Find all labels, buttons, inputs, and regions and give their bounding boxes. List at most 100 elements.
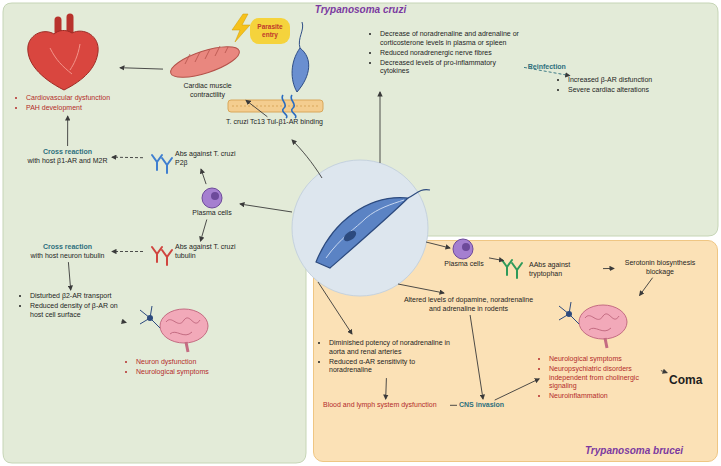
leader-line	[426, 242, 450, 248]
heart-illustration	[28, 17, 98, 90]
leader-line	[292, 140, 322, 178]
leader-line	[240, 204, 292, 212]
bullet-item: Reduced noradrenergic nerve fibres	[380, 49, 522, 58]
cell-nucleus	[211, 192, 219, 200]
parasite-nucleus	[342, 229, 358, 244]
bullet-list: Diminished potency of noradrenaline in a…	[321, 339, 453, 375]
connector-arrow	[246, 100, 267, 117]
plasma-cell	[202, 188, 222, 208]
node-text: Parasite entry	[250, 23, 290, 39]
antibody-symbol	[502, 260, 512, 275]
bullet-item: Neurological symptoms	[136, 368, 233, 377]
node-text: Plasma cells	[188, 209, 236, 218]
plasma-cell-icon	[202, 188, 222, 208]
bullet-item: Disturbed β2-AR transport	[30, 292, 122, 301]
connector-arrow	[385, 378, 387, 399]
bullet-list: Cardiovascular dysfunctionPAH developmen…	[18, 94, 118, 113]
antibody-symbol	[512, 263, 522, 278]
effect-box: Altered levels of dopamine, noradrenalin…	[401, 296, 536, 313]
bullet-list: Decrease of noradrenaline and adrenaline…	[372, 30, 522, 76]
neuron-dendrites	[140, 306, 160, 328]
connector-arrow	[661, 371, 667, 373]
outcome-box: Blood and lymph system dysfunction	[323, 401, 448, 410]
effect-list: Disturbed β2-AR transportReduced density…	[22, 292, 122, 321]
bullet-item: Decrease of noradrenaline and adrenaline…	[380, 30, 522, 47]
undulating-membrane	[326, 200, 404, 258]
process-box: CNS invasion	[459, 401, 509, 410]
bullet-item: Reduced α-AR sensitivity to noradrenalin…	[329, 358, 453, 375]
node-text: AAbs against tryptophan	[529, 261, 601, 278]
brain-folds	[585, 314, 619, 331]
connector-arrow	[112, 251, 143, 252]
bullet-item: Increased β-AR disfunction	[568, 76, 695, 85]
node-text: Blood and lymph system dysfunction	[323, 401, 448, 410]
node-text: Cardiac muscle contractility	[165, 82, 250, 99]
connector-arrow	[524, 67, 570, 75]
bullet-list: Disturbed β2-AR transportReduced density…	[22, 292, 122, 319]
node-text: Coma	[669, 373, 709, 388]
antibody-icon	[152, 247, 172, 265]
bullet-list: Neuron dysfunctionNeurological symptoms	[128, 358, 233, 377]
node-text: Abs against T. cruzi tubulin	[175, 243, 250, 260]
bullet-item: Severe cardiac alterations	[568, 86, 695, 95]
cross-reaction-box: Cross reactionwith host neuron tubulin	[25, 243, 110, 260]
leader-line	[318, 282, 352, 334]
bullet-list: Increased β-AR disfunctionSevere cardiac…	[560, 76, 695, 95]
cell-nucleus	[462, 243, 470, 251]
connector-arrow	[495, 379, 540, 400]
bullet-item: Cardiovascular dysfunction	[26, 94, 118, 103]
connector-arrow	[67, 116, 68, 146]
trypanosome-body	[316, 198, 408, 268]
brain-folds	[166, 318, 200, 335]
bullet-item: Neuron dysfunction	[136, 358, 233, 367]
connector-arrow	[489, 258, 503, 261]
antibody-symbol	[152, 155, 162, 170]
node-text: Abs against T. cruzi P2β	[175, 150, 250, 167]
bullet-item: Reduced density of β-AR on host cell sur…	[30, 302, 122, 319]
panel-title: Trypanosoma brucei	[554, 445, 714, 457]
cross-reaction-box: Cross reactionwith host β1-AR and M2R	[25, 148, 110, 165]
cell-membrane	[228, 100, 323, 112]
connector-arrow	[603, 268, 614, 269]
brain-shape	[160, 309, 208, 343]
plasma-cell	[453, 239, 473, 259]
antibody-symbol	[162, 158, 172, 173]
neuron-dendrites	[559, 302, 579, 324]
brain-stem	[605, 338, 607, 348]
antibody-icon	[502, 260, 522, 278]
leader-line	[380, 92, 381, 163]
antibody-symbol	[152, 247, 162, 262]
heart-shape	[28, 30, 98, 90]
aorta-shape	[58, 17, 70, 32]
connector-arrow	[450, 405, 457, 406]
connector-arrow	[112, 157, 143, 159]
effect-box: Serotonin biosynthesis blockage	[616, 259, 704, 276]
heart-vessel	[50, 44, 80, 74]
small-parasite	[292, 48, 309, 92]
bullet-item: Neurological symptoms	[549, 355, 659, 364]
effect-list: Increased β-AR disfunctionSevere cardiac…	[560, 76, 695, 96]
mechanism-box: T. cruzi Tc13 Tul-β1-AR binding	[222, 118, 327, 127]
node-text: T. cruzi Tc13 Tul-β1-AR binding	[222, 118, 327, 127]
node-heading: Cross reaction	[25, 148, 110, 157]
lightning-symbol	[232, 14, 250, 42]
muscle-illustration	[167, 14, 250, 84]
parasite-hub	[292, 160, 430, 296]
node-text: with host neuron tubulin	[25, 252, 110, 261]
node-text: Altered levels of dopamine, noradrenalin…	[401, 296, 536, 313]
hub-circle	[292, 160, 428, 296]
effect-list: Decrease of noradrenaline and adrenaline…	[372, 30, 522, 77]
brain-stem	[186, 342, 188, 352]
antibody-symbol	[162, 250, 172, 265]
entry-badge: Parasite entry	[250, 18, 290, 44]
connector-arrow	[640, 278, 653, 296]
bullet-item: PAH development	[26, 104, 118, 113]
muscle-stripes	[185, 46, 228, 64]
antibody-box: Abs against T. cruzi P2β	[145, 150, 250, 167]
connector-arrow	[120, 68, 163, 69]
bullet-item: Diminished potency of noradrenaline in a…	[329, 339, 453, 356]
antibody-icon	[152, 155, 172, 173]
plasma-cell-icon	[453, 239, 473, 259]
node-text: CNS invasion	[459, 401, 509, 410]
